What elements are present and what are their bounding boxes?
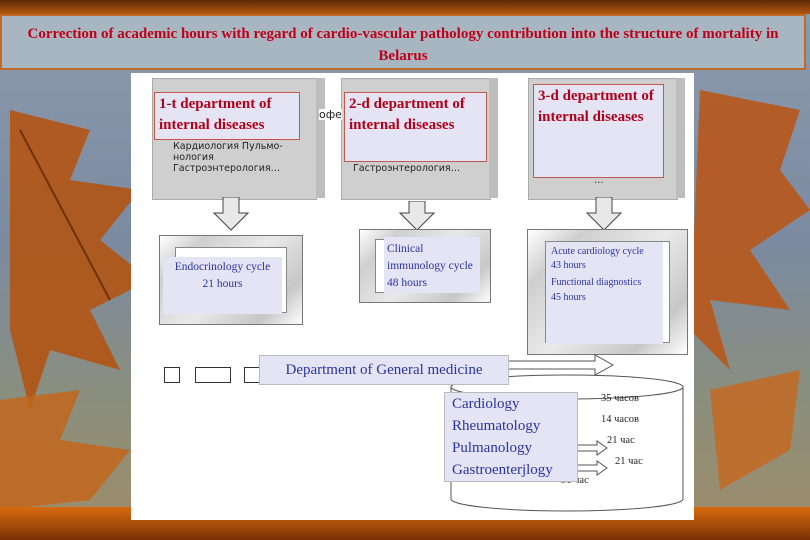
cycle-title: Endocrinology cycle bbox=[174, 261, 271, 273]
dept3-background-side bbox=[676, 78, 685, 198]
cycle-hours-2: 45 hours bbox=[551, 292, 586, 303]
acute-cardiology-cycle: Acute cardiology cycle 43 hours Function… bbox=[546, 242, 663, 344]
cycle-hours: 43 hours bbox=[551, 260, 586, 271]
cycle-title: Clinical immunology cycle 48 hours bbox=[387, 243, 473, 289]
dept1-background-subtitle: Кардиология Пульмо-нология Гастроэнтерол… bbox=[173, 141, 283, 174]
hours-item: 21 час bbox=[607, 435, 635, 446]
down-arrow-icon bbox=[213, 197, 249, 231]
discipline-item: Cardiology bbox=[452, 396, 520, 412]
small-box bbox=[244, 367, 260, 383]
general-medicine-label: Department of General medicine bbox=[259, 355, 509, 385]
discipline-item: Gastroenterjlogy bbox=[452, 462, 553, 478]
top-decorative-bar bbox=[0, 0, 810, 14]
slide-title: Correction of academic hours with regard… bbox=[0, 14, 806, 70]
down-arrow-icon bbox=[399, 201, 435, 231]
department-1-label: 1-t department of internal diseases bbox=[154, 92, 300, 140]
discipline-item: Rheumatology bbox=[452, 418, 541, 434]
hours-item: 35 часов bbox=[601, 393, 639, 404]
top-fragment-text: офе bbox=[319, 108, 342, 121]
cycle-title-2: Functional diagnostics bbox=[551, 277, 642, 288]
leaf-decoration-left bbox=[0, 110, 150, 510]
small-box bbox=[164, 367, 180, 383]
dept2-background-side bbox=[489, 78, 498, 198]
dept2-background-subtitle: Гастроэнтерология… bbox=[353, 163, 461, 174]
endocrinology-cycle: Endocrinology cycle 21 hours bbox=[163, 257, 282, 314]
dept1-background-side bbox=[316, 78, 325, 198]
down-arrow-icon bbox=[586, 197, 622, 231]
small-box bbox=[195, 367, 231, 383]
hours-item: 21 час bbox=[615, 456, 643, 467]
department-3-label: 3-d department of internal diseases bbox=[533, 84, 664, 178]
discipline-item: Pulmanology bbox=[452, 440, 533, 456]
clinical-immunology-cycle: Clinical immunology cycle 48 hours bbox=[384, 237, 480, 293]
right-arrow-icon bbox=[505, 354, 615, 376]
hours-item: 14 часов bbox=[601, 414, 639, 425]
department-2-label: 2-d department of internal diseases bbox=[344, 92, 487, 162]
dept3-background-subtitle: … bbox=[594, 175, 604, 186]
cycle-title: Acute cardiology cycle bbox=[551, 246, 644, 257]
cycle-hours: 21 hours bbox=[202, 278, 243, 290]
leaf-decoration-right bbox=[690, 90, 810, 490]
disciplines-list: Cardiology Rheumatology Pulmanology Gast… bbox=[444, 392, 578, 482]
